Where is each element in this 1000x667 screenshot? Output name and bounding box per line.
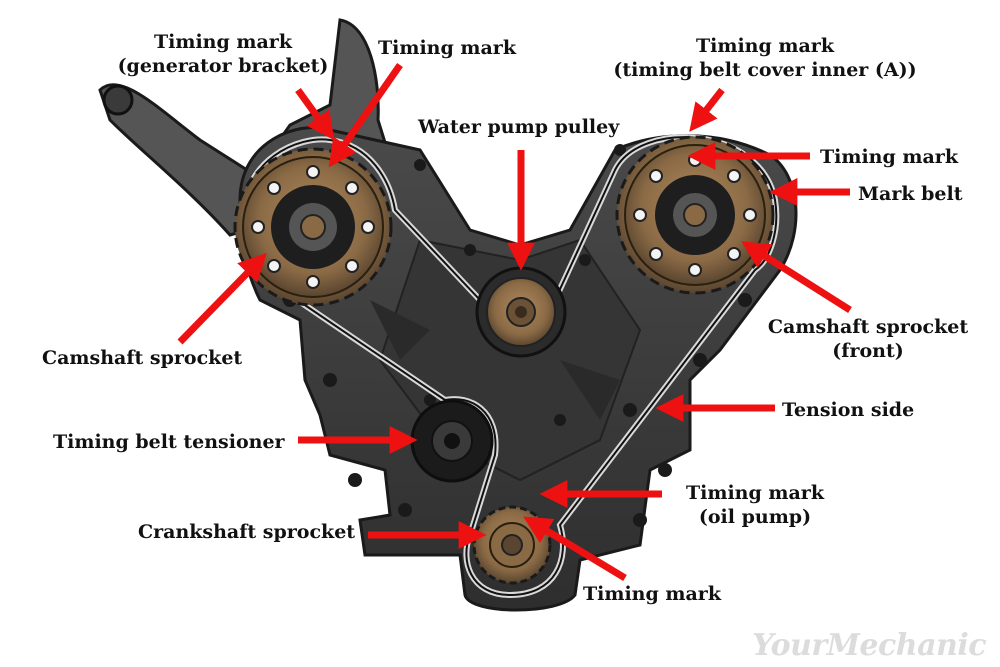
label-timing-mark-bottom: Timing mark	[583, 583, 721, 605]
timing-belt-tensioner	[410, 399, 494, 483]
arrow-timing-mark-top-left	[328, 63, 403, 168]
arrow-camshaft-left	[177, 252, 267, 345]
arrow-timing-mark-bottom	[523, 516, 627, 581]
label-crankshaft-sprocket: Crankshaft sprocket	[138, 521, 356, 543]
left-camshaft-sprocket	[233, 147, 393, 307]
label-mark-belt: Mark belt	[858, 183, 963, 205]
label-timing-mark-top-left: Timing mark	[378, 37, 516, 59]
label-camshaft-sprocket-front: Camshaft sprocket (front)	[767, 316, 969, 362]
label-camshaft-sprocket-left: Camshaft sprocket	[42, 347, 243, 369]
label-timing-mark-right-cam: Timing mark	[820, 146, 958, 168]
yourmechanic-watermark: YourMechanic	[752, 628, 986, 663]
arrow-generator-bracket	[295, 87, 335, 141]
arrow-timing-cover	[689, 87, 725, 132]
label-timing-belt-tensioner: Timing belt tensioner	[53, 431, 285, 453]
right-camshaft-sprocket	[615, 135, 775, 295]
callout-arrows	[177, 63, 852, 581]
crankshaft-sprocket	[472, 505, 552, 585]
label-tension-side: Tension side	[782, 399, 915, 421]
arrow-camshaft-front	[741, 241, 852, 313]
label-timing-mark-generator-bracket: Timing mark (generator bracket)	[117, 31, 329, 77]
label-timing-mark-oil-pump: Timing mark (oil pump)	[686, 482, 824, 528]
label-water-pump-pulley: Water pump pulley	[418, 116, 620, 138]
water-pump-pulley	[475, 266, 567, 358]
label-timing-mark-cover: Timing mark (timing belt cover inner (A)…	[613, 35, 917, 81]
